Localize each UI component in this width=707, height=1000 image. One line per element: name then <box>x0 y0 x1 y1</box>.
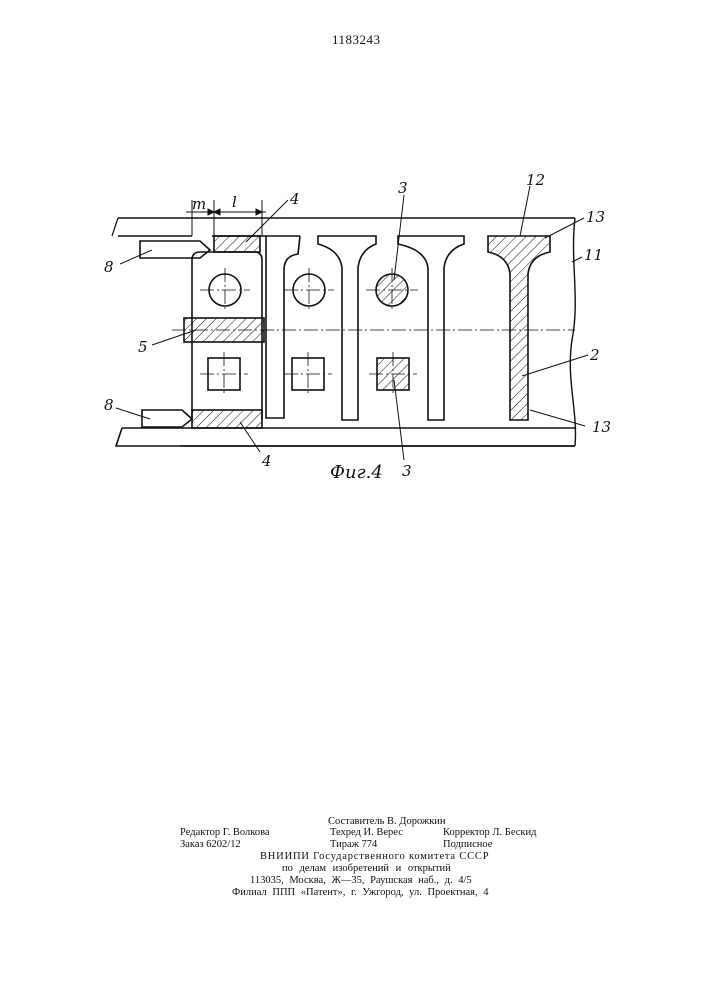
label-2: 2 <box>589 346 600 364</box>
label-13-bottom: 13 <box>592 418 611 436</box>
label-3-bottom: 3 <box>402 462 412 480</box>
label-8-bottom: 8 <box>104 396 114 414</box>
figure-caption: Фиг.4 <box>330 462 383 483</box>
imprint-branch: Филиал ППП «Патент», г. Ужгород, ул. Про… <box>232 886 488 899</box>
profile-section <box>488 236 550 420</box>
label-8-top: 8 <box>104 258 114 276</box>
label-5: 5 <box>138 338 148 356</box>
label-12: 12 <box>526 171 545 189</box>
label-3-top: 3 <box>398 179 408 197</box>
imprint-order: Заказ 6202/12 <box>180 838 241 851</box>
label-4-bottom: 4 <box>261 452 272 470</box>
profile-2 <box>318 236 376 420</box>
label-m: m <box>192 195 206 213</box>
profile-3 <box>398 236 464 420</box>
label-4-top: 4 <box>289 190 300 208</box>
block-4-top <box>214 236 260 252</box>
label-11: 11 <box>584 246 603 264</box>
label-l: l <box>232 193 237 211</box>
block-4-bottom <box>192 410 262 428</box>
break-line <box>570 218 575 446</box>
pin-8-top <box>140 241 210 258</box>
label-13-top: 13 <box>586 208 605 226</box>
